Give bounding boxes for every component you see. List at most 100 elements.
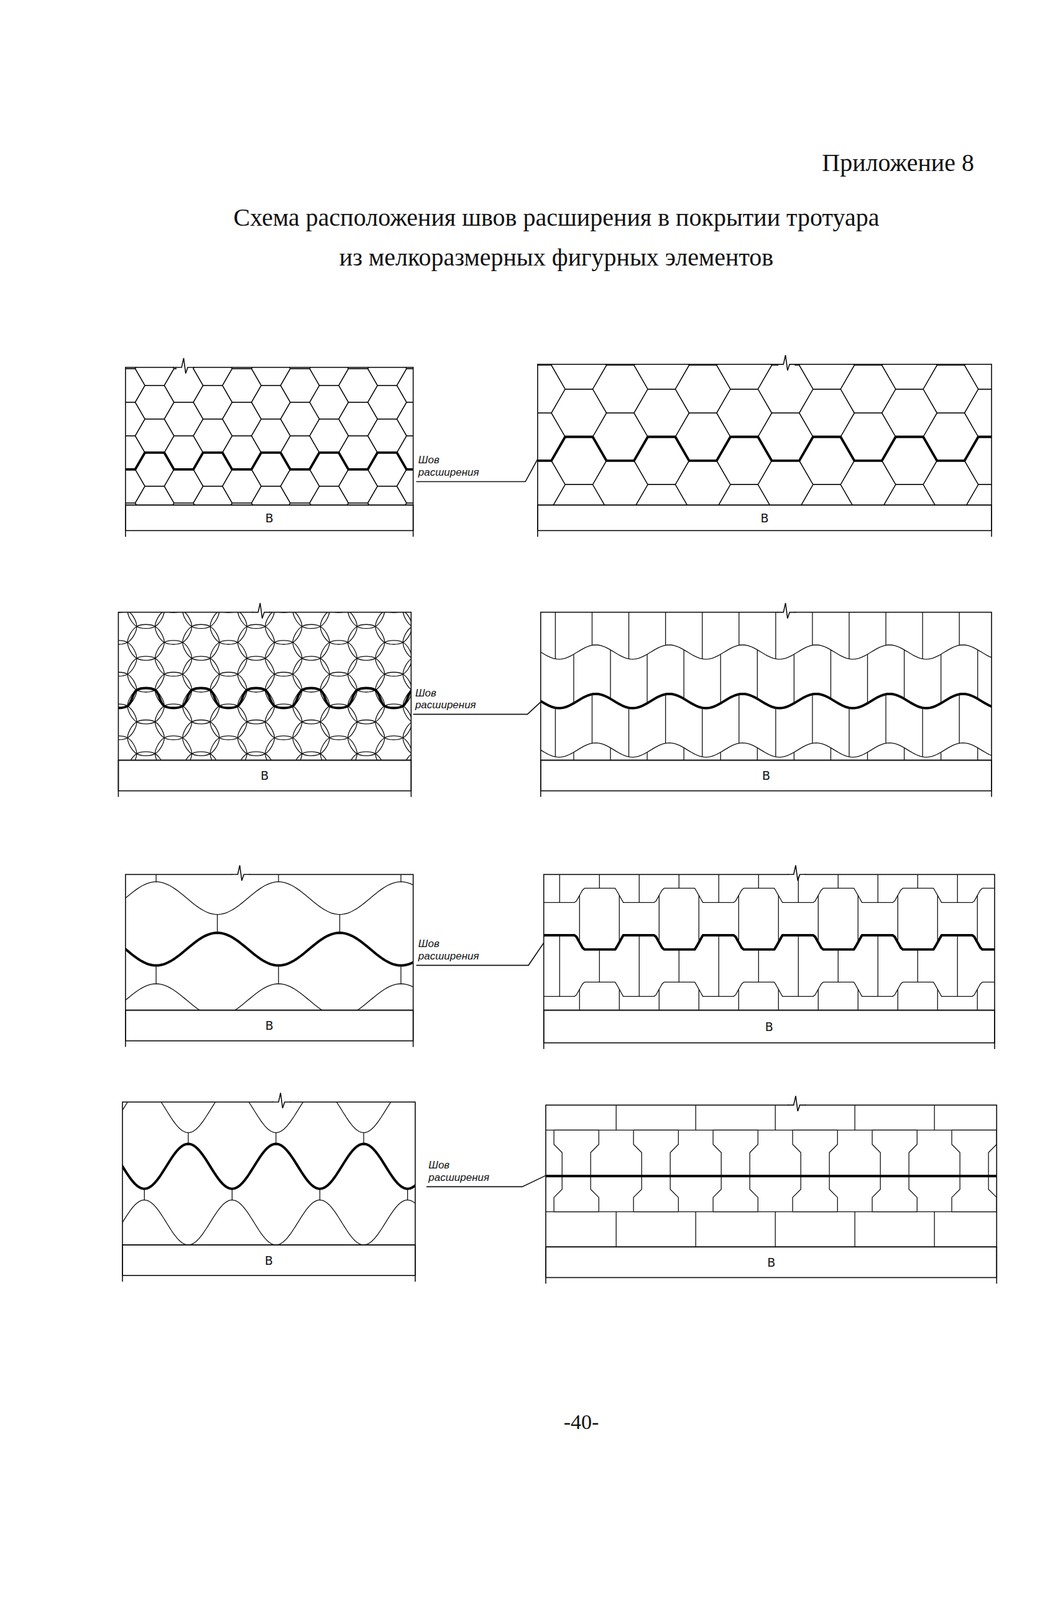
paving-panel (44, 576, 486, 804)
paving-stone-outline (193, 486, 232, 505)
paving-joint (957, 874, 958, 902)
paving-joint (277, 874, 279, 882)
paving-stone-outline (402, 655, 411, 692)
panel-frame (543, 874, 995, 1010)
paving-stone-outline (265, 612, 303, 645)
paving-stone-outline (222, 469, 262, 503)
paving-pattern (125, 367, 414, 506)
paving-stone-outline (210, 640, 247, 677)
paving-joint (798, 934, 799, 996)
expansion-joint (125, 452, 414, 470)
paving-joint (877, 934, 879, 996)
paving-stone-outline (154, 612, 192, 645)
paving-joint (957, 934, 958, 996)
paving-joint (775, 707, 776, 757)
paving-joint (400, 965, 401, 985)
paving-row-line (545, 1210, 997, 1212)
width-bar (118, 760, 411, 791)
paving-stone-outline (251, 367, 291, 386)
panel-frame (118, 612, 411, 761)
dimension-tick (545, 1246, 547, 1284)
paving-joint (940, 653, 942, 704)
paving-stone-outline (164, 402, 203, 436)
paving-stone-outline (265, 640, 303, 677)
paving-stone-outline (799, 389, 855, 438)
paving-joint (559, 934, 561, 996)
paving-joint (977, 989, 978, 1011)
paving-panel (481, 595, 1063, 806)
paving-stone-outline (309, 385, 349, 419)
paving-joint (639, 874, 640, 902)
paving-joint (738, 989, 740, 1011)
seam-label: Шов расширения (418, 453, 480, 479)
paving-stone-outline (309, 367, 349, 386)
paving-joint (665, 693, 666, 743)
paving-stone-outline (872, 1129, 917, 1211)
paving-stone-outline (164, 368, 203, 403)
paving-stone-outline (309, 486, 349, 505)
paving-row-line (543, 887, 995, 902)
paving-stone-outline (237, 624, 275, 661)
dimension-tick (990, 504, 993, 537)
paving-joint (934, 1211, 935, 1248)
page-number: -40- (563, 1409, 600, 1434)
paving-stone-outline (799, 364, 855, 390)
paving-stone-outline (792, 1129, 838, 1211)
paving-panel (479, 841, 1063, 1049)
paving-joint (830, 747, 832, 761)
paving-joint (793, 653, 795, 704)
paving-stone-outline (118, 640, 137, 677)
paving-joint (757, 649, 758, 699)
paving-joint (698, 989, 700, 1011)
width-label: В (760, 510, 769, 525)
paving-joint (758, 874, 760, 888)
paving-joint (683, 649, 685, 699)
paving-joint (683, 747, 685, 761)
paving-joint (877, 874, 879, 902)
panel-frame (125, 367, 414, 506)
paving-stone-outline (375, 640, 411, 677)
paving-joint (363, 1132, 364, 1144)
paving-joint (885, 612, 886, 646)
paving-stone-outline (210, 612, 247, 645)
paving-stone-outline (182, 719, 220, 756)
dimension-tick (118, 760, 120, 797)
paving-stone-outline (348, 612, 385, 629)
paving-joint (701, 612, 703, 659)
paving-joint (319, 1188, 321, 1200)
panel-frame (122, 1101, 416, 1245)
paving-joint (573, 752, 574, 761)
paving-stone-outline (402, 612, 411, 629)
paving-joint (959, 693, 960, 743)
paving-joint (778, 989, 779, 1011)
paving-stone-outline (633, 1129, 679, 1211)
paving-stone-outline (964, 437, 992, 485)
paving-joint (155, 874, 157, 882)
paving-joint (231, 1188, 233, 1200)
paving-joint (646, 752, 648, 761)
paving-joint (616, 1211, 617, 1248)
paving-joint (609, 649, 611, 699)
paving-row-line (545, 1129, 997, 1131)
width-label: В (264, 1253, 273, 1267)
paving-stone-outline (237, 655, 275, 692)
paving-joint (977, 649, 978, 699)
paving-joint (695, 1211, 697, 1248)
paving-stone-outline (320, 612, 357, 645)
paving-joint (921, 707, 923, 757)
paving-stone-outline (840, 364, 896, 413)
paving-stone-outline (402, 751, 411, 761)
paving-stone-outline (368, 385, 407, 419)
paving-joint (658, 895, 660, 942)
paving-stone-outline (280, 469, 319, 503)
paving-joint (646, 653, 648, 704)
paving-stone-outline (237, 719, 275, 756)
paving-joint (579, 989, 580, 1011)
paving-joint (216, 914, 218, 934)
paving-joint (695, 1104, 697, 1130)
paving-pattern (545, 1104, 997, 1247)
paving-stone-outline (182, 751, 220, 761)
paving-stone-outline (551, 389, 607, 438)
paving-joint (639, 934, 640, 996)
